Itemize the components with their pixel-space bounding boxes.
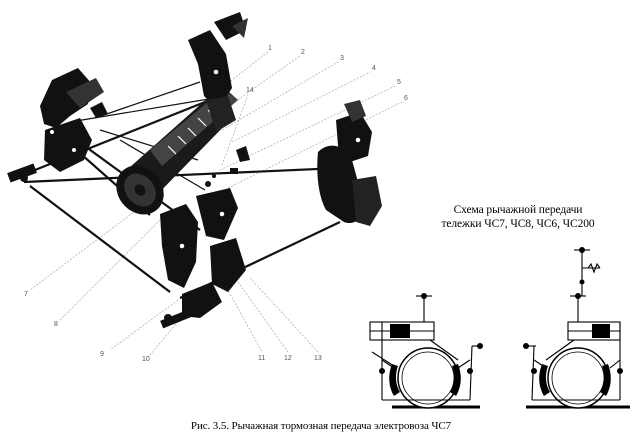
callout-4: 4: [372, 65, 376, 72]
callout-1: 1: [268, 45, 272, 52]
scheme-title-line-2: тележки ЧС7, ЧС8, ЧС6, ЧС200: [441, 218, 595, 230]
callout-6: 6: [404, 95, 408, 102]
figure-caption: Рис. 3.5. Рычажная тормозная передача эл…: [190, 420, 452, 432]
scheme-title-line-1: Схема рычажной передачи: [453, 204, 583, 216]
top-lever-assembly: [188, 12, 248, 132]
callout-leader-lines: [29, 51, 403, 356]
right-wheel: [547, 347, 609, 409]
brake-shoes: [389, 364, 611, 396]
callout-5: 5: [397, 79, 401, 86]
scheme-title: Схема рычажной передачи тележки ЧС7, ЧС8…: [398, 203, 638, 231]
left-end-lever-assembly: [7, 68, 104, 183]
callout-12: 12: [284, 355, 292, 362]
right-brake-shoe-assembly: [317, 100, 382, 226]
callout-2: 2: [301, 49, 305, 56]
small-fittings: [90, 102, 250, 187]
callout-11: 11: [258, 355, 265, 362]
center-brake-block-assembly: [160, 188, 246, 329]
left-brake-cylinder: [390, 324, 410, 338]
callout-10: 10: [142, 356, 150, 363]
callout-14: 14: [246, 87, 254, 94]
callout-numbers: 1 2 3 4 5 6 7 8 9 10 11 12 13 14: [24, 45, 408, 363]
callout-8: 8: [54, 321, 58, 328]
right-brake-cylinder: [592, 324, 610, 338]
callout-9: 9: [100, 351, 104, 358]
callout-7: 7: [24, 291, 28, 298]
callout-13: 13: [314, 355, 322, 362]
left-wheel: [397, 347, 459, 409]
callout-3: 3: [340, 55, 344, 62]
